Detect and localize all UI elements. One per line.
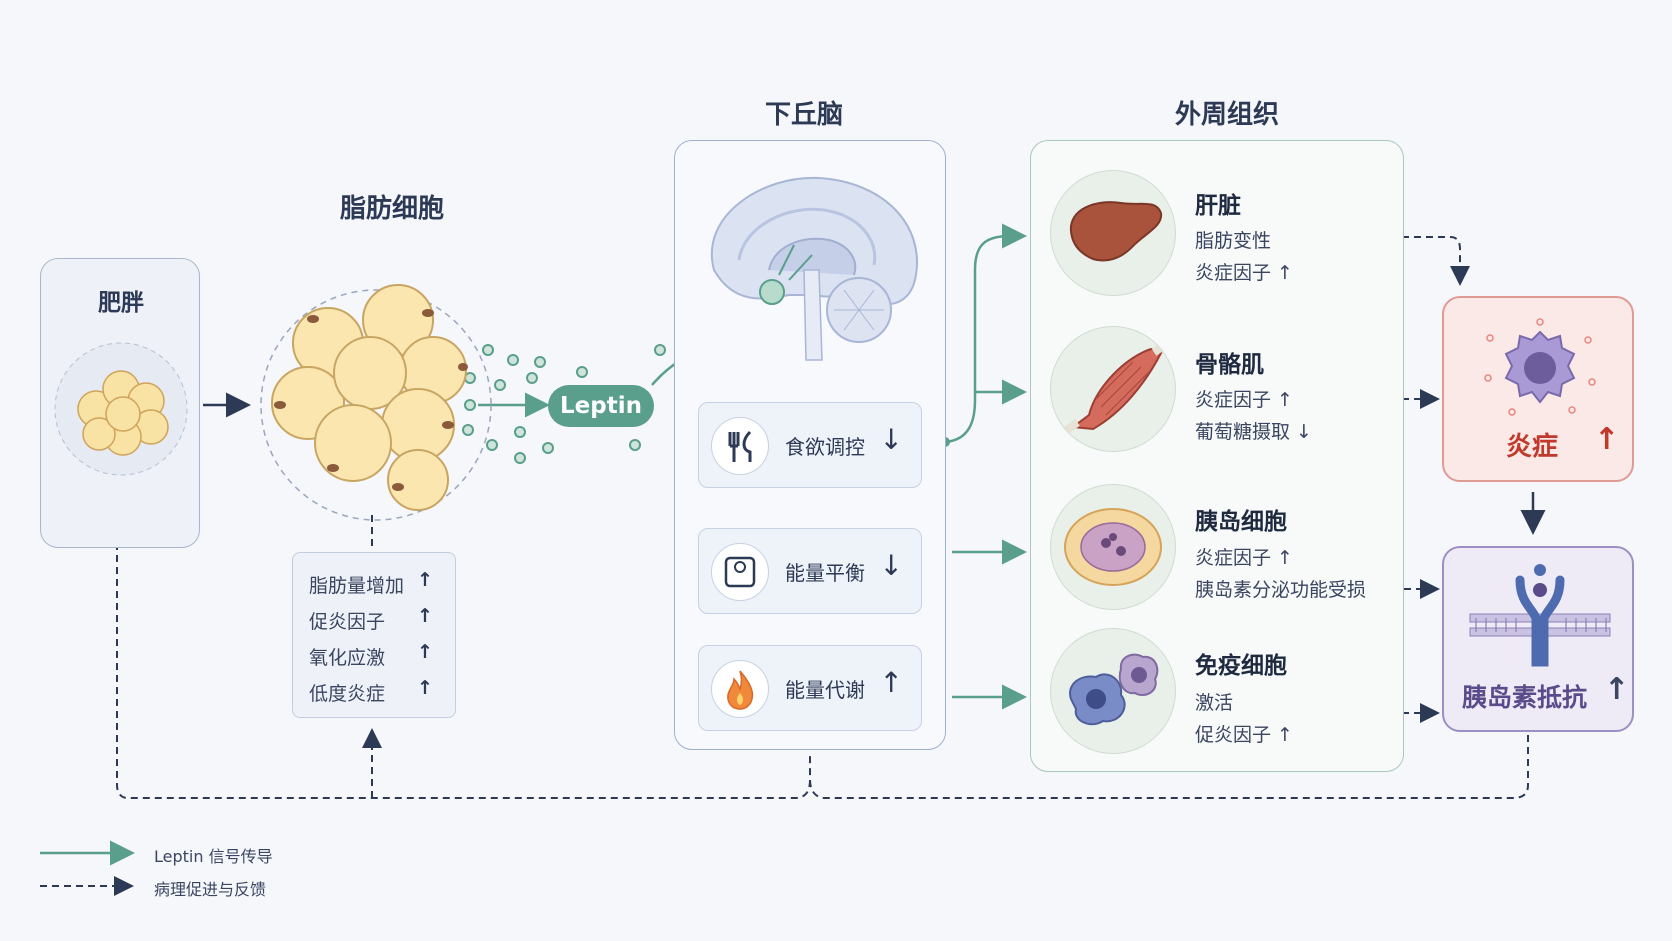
muscle-circle bbox=[1050, 326, 1176, 452]
adipocyte-title: 脂肪细胞 bbox=[340, 194, 445, 224]
liver-circle bbox=[1050, 170, 1176, 296]
muscle-name: 骨骼肌 bbox=[1195, 352, 1264, 378]
immune-name: 免疫细胞 bbox=[1195, 653, 1287, 679]
muscle-icon bbox=[1063, 341, 1168, 434]
insulin-resistance-label: 胰岛素抵抗 bbox=[1462, 683, 1588, 712]
appetite-label: 食欲调控 bbox=[785, 435, 865, 459]
islet-circle bbox=[1050, 484, 1176, 610]
effect-proinflammatory-arrow: ↑ bbox=[417, 605, 433, 627]
hypo-energy-balance-box: 能量平衡 ↓ bbox=[698, 528, 922, 614]
metabolism-label: 能量代谢 bbox=[785, 678, 865, 702]
liver-line-2: 炎症因子 ↑ bbox=[1195, 262, 1293, 284]
leptin-label: Leptin bbox=[560, 393, 642, 419]
effect-fat-mass: 脂肪量增加 bbox=[309, 575, 405, 597]
islet-line-1: 炎症因子 ↑ bbox=[1195, 547, 1293, 569]
effect-oxidative-stress: 氧化应激 bbox=[309, 647, 386, 669]
obesity-panel: 肥胖 bbox=[40, 258, 200, 548]
adipocyte-cluster-icon bbox=[260, 284, 492, 521]
effect-oxidative-stress-arrow: ↑ bbox=[417, 641, 433, 663]
inflammation-box: 炎症 ↑ bbox=[1442, 296, 1634, 482]
inflammation-arrow: ↑ bbox=[1594, 422, 1620, 457]
hypo-metabolism-box: 能量代谢 ↑ bbox=[698, 645, 922, 731]
liver-line-1: 脂肪变性 bbox=[1195, 230, 1272, 252]
energy-balance-label: 能量平衡 bbox=[785, 561, 865, 585]
insulin-resistance-arrow: ↑ bbox=[1604, 672, 1630, 707]
effect-low-grade-inflammation: 低度炎症 bbox=[309, 683, 386, 705]
immune-circle bbox=[1050, 628, 1176, 754]
immune-line-1: 激活 bbox=[1195, 692, 1234, 714]
peripheral-title: 外周组织 bbox=[1175, 100, 1280, 130]
fire-icon bbox=[711, 660, 769, 718]
effect-proinflammatory: 促炎因子 bbox=[309, 611, 386, 633]
brain-icon bbox=[710, 176, 918, 361]
legend-leptin-signal: Leptin 信号传导 bbox=[154, 847, 273, 866]
muscle-line-1: 炎症因子 ↑ bbox=[1195, 389, 1293, 411]
metabolism-arrow: ↑ bbox=[879, 666, 903, 699]
energy-balance-arrow: ↓ bbox=[879, 549, 903, 582]
effect-low-grade-inflammation-arrow: ↑ bbox=[417, 677, 433, 699]
legend-pathology: 病理促进与反馈 bbox=[154, 880, 267, 899]
leptin-pill: Leptin bbox=[548, 385, 654, 427]
insulin-receptor-icon bbox=[1469, 564, 1611, 667]
insulin-resistance-box: 胰岛素抵抗 ↑ bbox=[1442, 546, 1634, 732]
obesity-label: 肥胖 bbox=[98, 290, 144, 316]
muscle-line-2: 葡萄糖摄取 ↓ bbox=[1195, 421, 1312, 443]
inflammatory-cell-icon bbox=[1484, 318, 1596, 416]
hypothalamus-title: 下丘脑 bbox=[765, 100, 844, 130]
liver-icon bbox=[1069, 201, 1163, 262]
scale-icon bbox=[711, 543, 769, 601]
islet-line-2: 胰岛素分泌功能受损 bbox=[1195, 579, 1367, 601]
effect-fat-mass-arrow: ↑ bbox=[417, 569, 433, 591]
hypo-appetite-box: 食欲调控 ↓ bbox=[698, 402, 922, 488]
islet-icon bbox=[1064, 508, 1162, 586]
adipocyte-effects-box: 脂肪量增加 ↑ 促炎因子 ↑ 氧化应激 ↑ 低度炎症 ↑ bbox=[292, 552, 456, 718]
inflammation-label: 炎症 bbox=[1506, 432, 1559, 462]
liver-name: 肝脏 bbox=[1195, 193, 1241, 219]
fat-cluster-small-icon bbox=[54, 342, 188, 476]
immune-line-2: 促炎因子 ↑ bbox=[1195, 724, 1293, 746]
fork-knife-icon bbox=[711, 417, 769, 475]
islet-name: 胰岛细胞 bbox=[1195, 509, 1287, 535]
appetite-arrow: ↓ bbox=[879, 423, 903, 456]
immune-cell-icon bbox=[1069, 653, 1159, 726]
